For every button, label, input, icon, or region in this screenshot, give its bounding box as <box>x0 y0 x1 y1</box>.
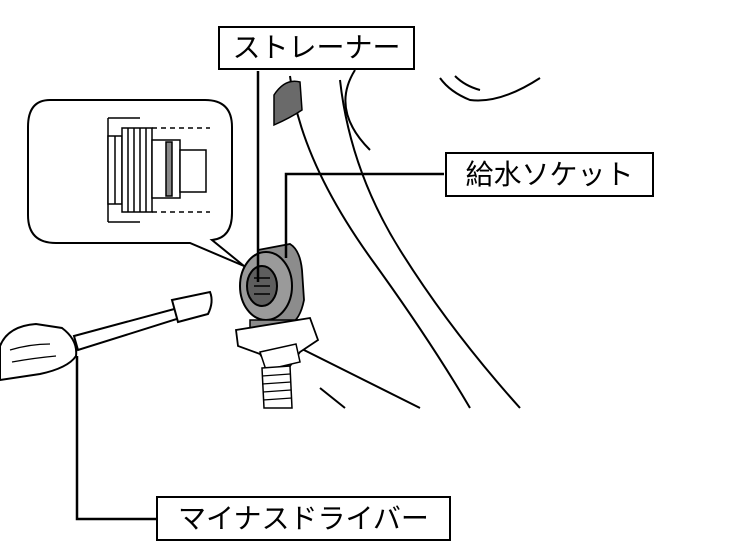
appliance-body-outline <box>289 69 541 409</box>
leader-lines <box>75 71 444 521</box>
screwdriver <box>0 290 213 382</box>
water-socket <box>234 243 320 409</box>
leader-screwdriver <box>75 356 156 521</box>
appliance-gray-part <box>273 80 303 127</box>
label-strainer: ストレーナー <box>218 26 415 70</box>
label-water-socket: 給水ソケット <box>445 152 654 197</box>
label-screwdriver: マイナスドライバー <box>156 496 451 541</box>
leader-water-socket <box>284 172 444 258</box>
zoom-callout <box>27 99 245 267</box>
zoomed-strainer <box>107 117 210 223</box>
